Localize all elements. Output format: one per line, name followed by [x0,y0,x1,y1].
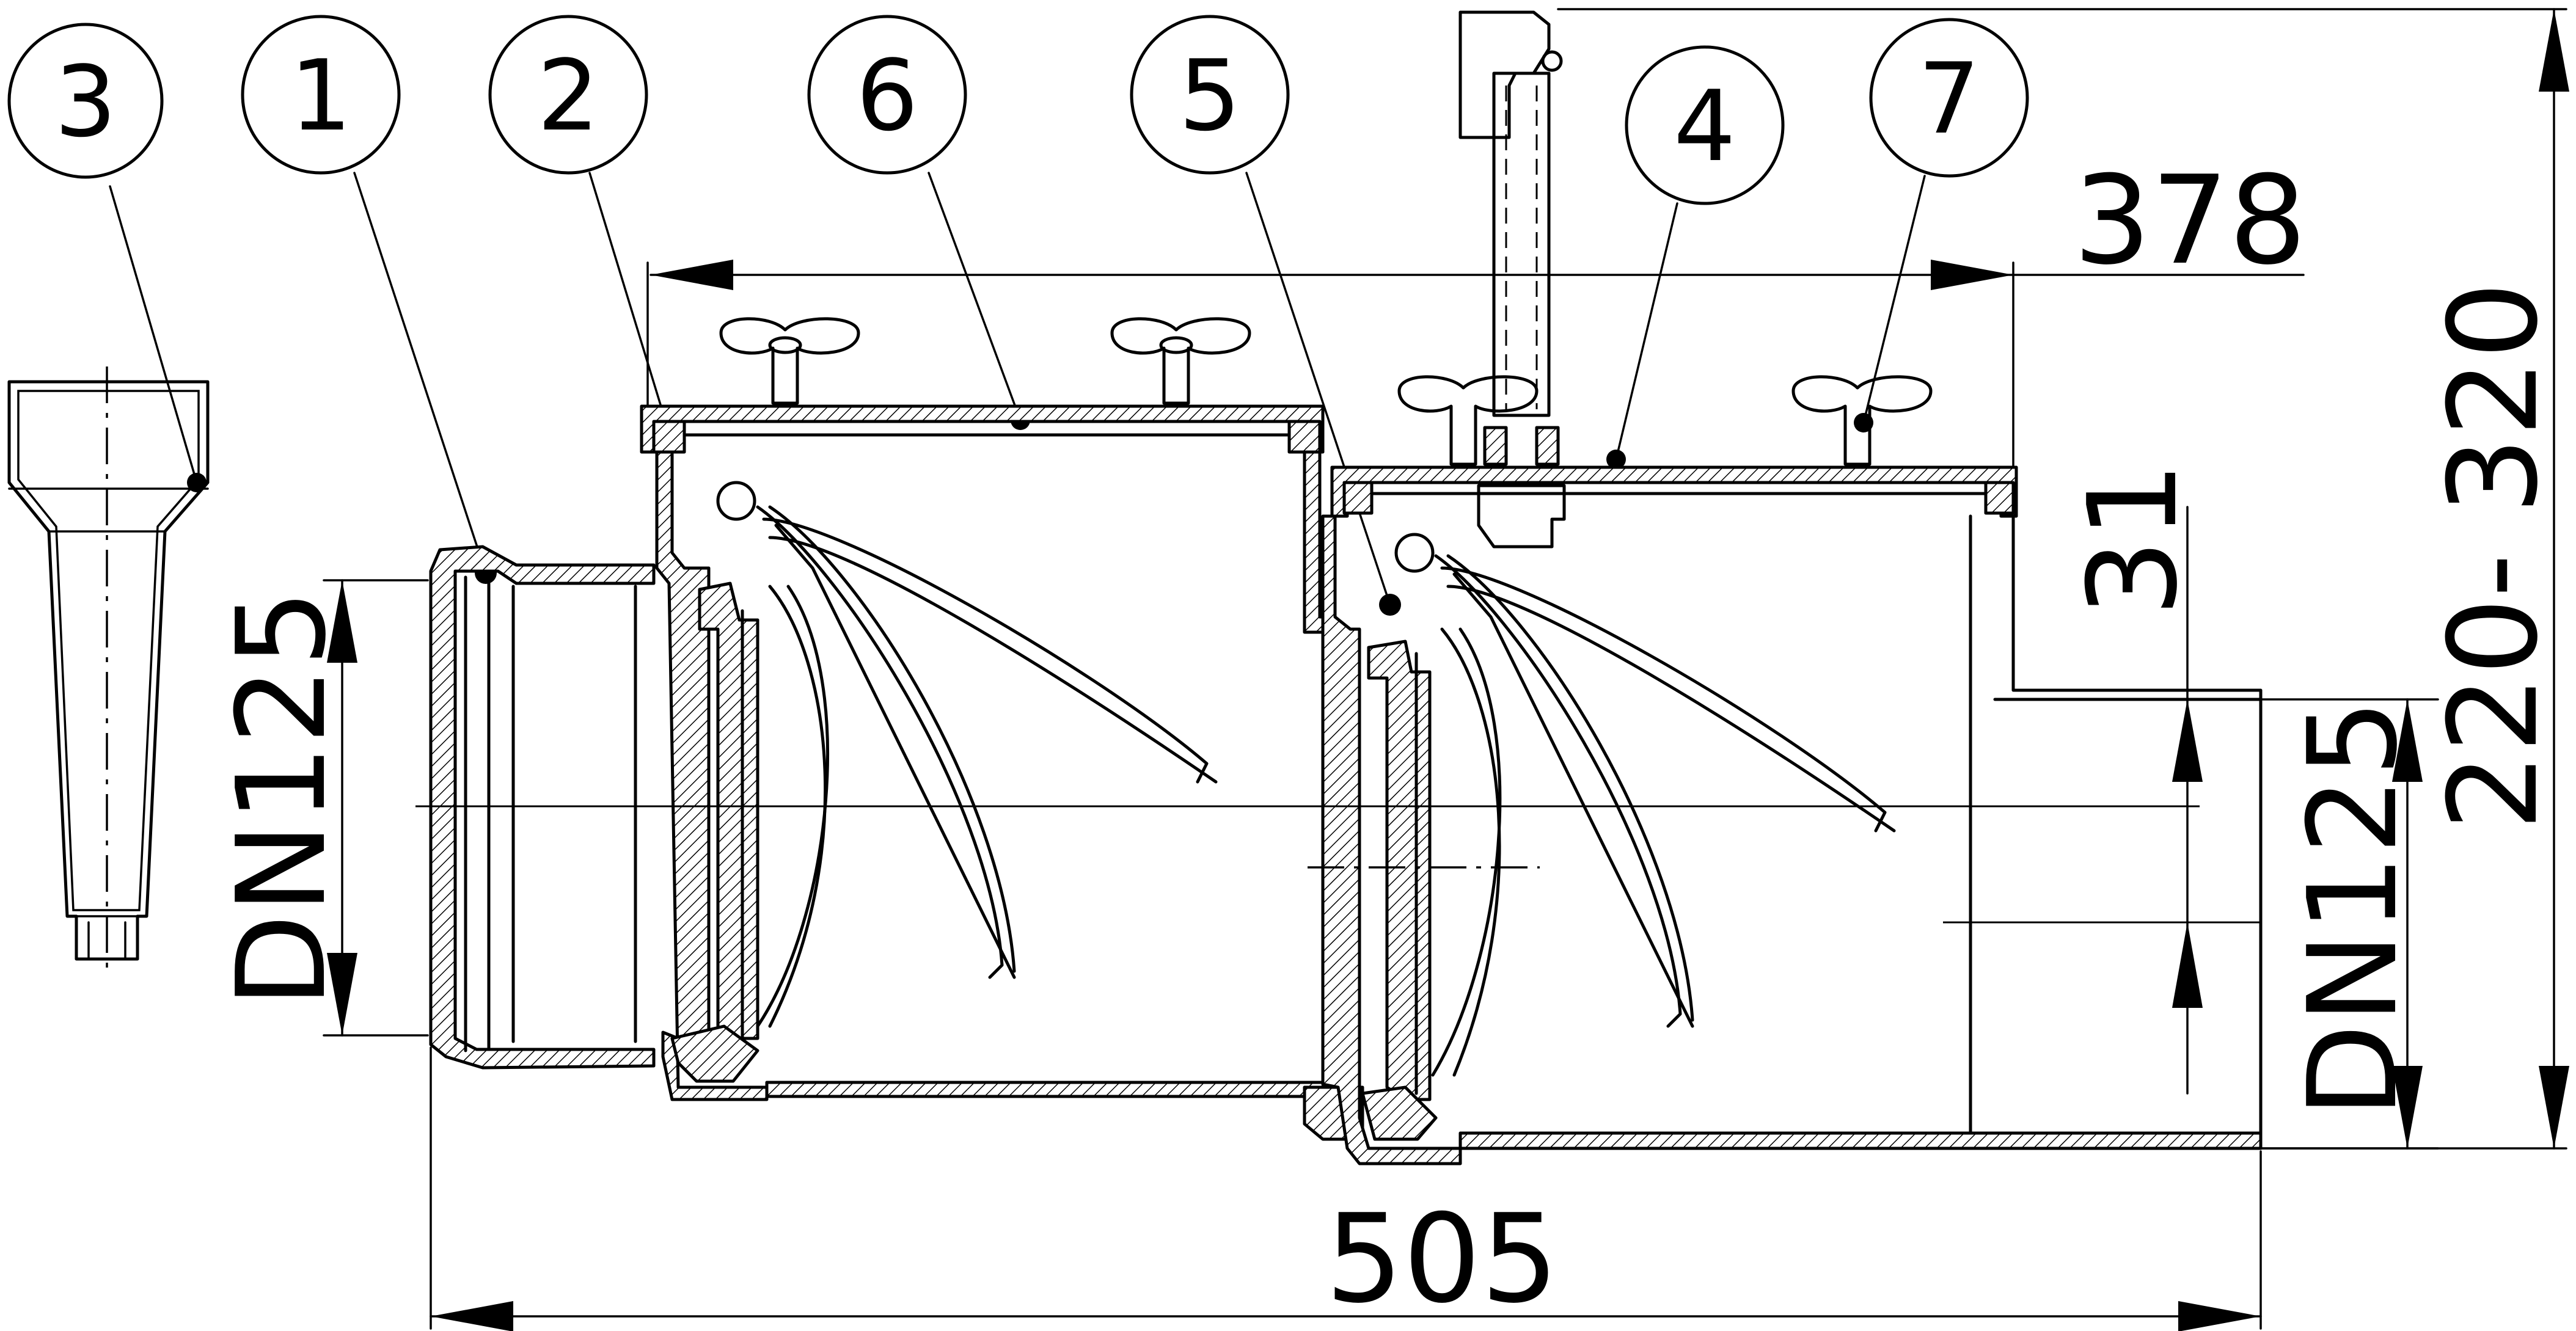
part-3-plug [7,366,210,977]
dimension-outlet-dn: DN125 [2259,698,2439,1150]
svg-text:4: 4 [1674,69,1736,183]
dimension-height: 220- 320 [1557,8,2569,1150]
dimension-505: 505 [430,1046,2262,1331]
callout-3: 3 [7,23,207,492]
dimension-378: 378 [646,150,2307,469]
knob-1 [719,317,860,405]
svg-text:220- 320: 220- 320 [2423,282,2565,831]
svg-text:DN125: DN125 [211,589,353,1008]
svg-text:6: 6 [856,38,918,153]
svg-text:378: 378 [2073,150,2307,292]
callout-7: 7 [1854,18,2029,432]
lever-handle [1458,10,1566,549]
svg-text:7: 7 [1918,42,1980,156]
callout-1: 1 [241,15,497,584]
knob-4 [1791,375,1933,466]
svg-text:2: 2 [537,38,599,153]
svg-text:5: 5 [1179,38,1241,153]
svg-text:3: 3 [54,45,117,159]
knob-2 [1110,317,1251,405]
dimension-31: 31 [2062,462,2205,1095]
callout-5: 5 [1130,15,1401,616]
svg-text:505: 505 [1325,1188,1559,1330]
svg-text:1: 1 [290,38,352,153]
svg-text:31: 31 [2062,462,2205,618]
callout-4: 4 [1606,45,1785,469]
dimension-inlet-dn: DN125 [211,579,429,1037]
knob-3 [1397,375,1539,466]
valve-body [415,404,2263,1165]
callout-6: 6 [807,15,1030,430]
svg-text:DN125: DN125 [2282,699,2424,1118]
